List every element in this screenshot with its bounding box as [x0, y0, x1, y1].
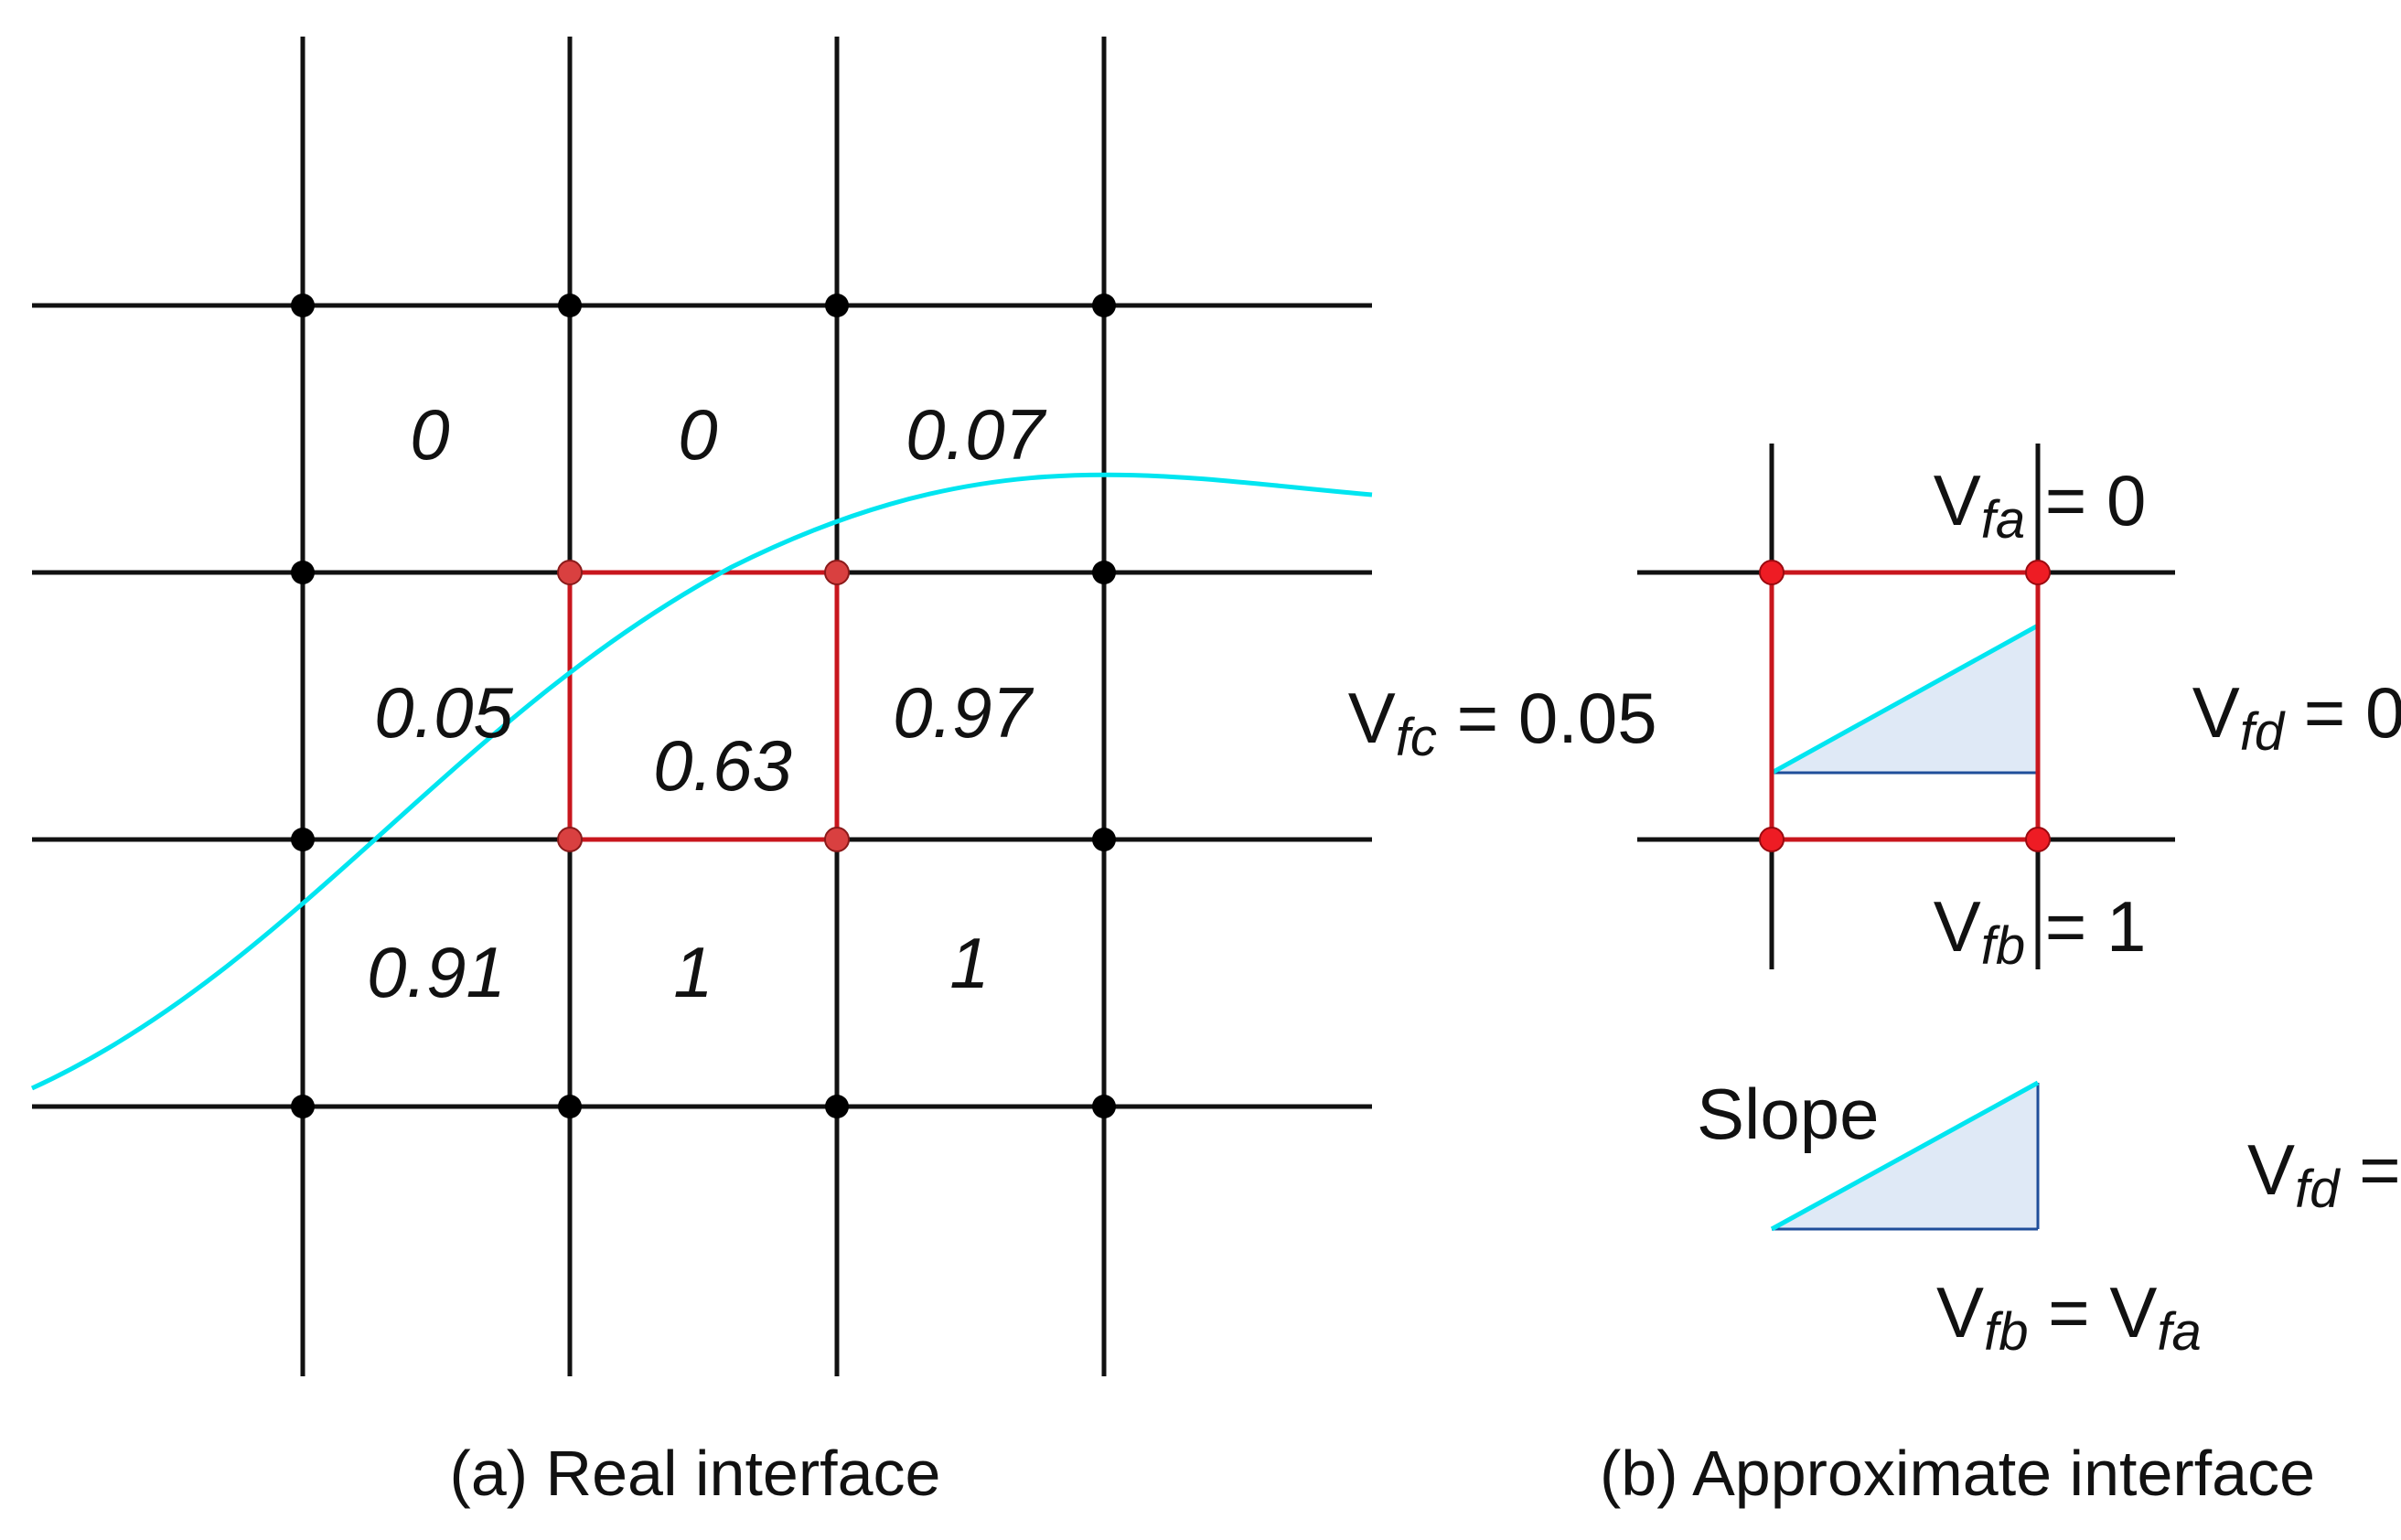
grid-node [825, 294, 849, 317]
eq-bottom-lhs-base: V [1936, 1272, 1984, 1353]
cell-corner-node [557, 827, 583, 852]
label-vfb-base: V [1934, 886, 1981, 967]
label-vfc: Vfc = 0.05 [1209, 678, 1756, 767]
highlighted-cell [567, 570, 840, 842]
panel-a: 0 0 0.07 0.05 0.63 0.97 0.91 1 1 (a) Rea… [30, 37, 1373, 1509]
eq-right-equals: = [2339, 1129, 2401, 1210]
eq-right-lhs-sub: fd [2295, 1160, 2341, 1219]
label-vfd-base: V [2192, 672, 2240, 753]
eq-right-lhs-base: V [2247, 1129, 2295, 1210]
cell-value-r1-c3: 0.07 [906, 394, 1046, 475]
cell-corner-nodes [557, 560, 850, 852]
eq-bottom-rhs-sub: fa [2157, 1302, 2201, 1362]
caption-a: (a) Real interface [450, 1438, 941, 1509]
approx-cell [1769, 570, 2041, 842]
panel-a-grid [32, 37, 1372, 1376]
grid-node [291, 561, 315, 584]
cell-corner-node [2025, 827, 2051, 852]
grid-node [825, 1095, 849, 1118]
cell-value-r3-c1: 0.91 [367, 932, 506, 1012]
eq-bottom-lhs-sub: fb [1984, 1302, 2028, 1362]
slope-label: Slope [1697, 1074, 1880, 1154]
grid-node [291, 828, 315, 851]
cell-corner-node [2025, 560, 2051, 585]
approx-interface-line [1770, 623, 2040, 775]
slope-legend: Slope Vfd = Vfc Vfb = Vfa [1697, 1074, 2401, 1365]
cell-corner-node [557, 560, 583, 585]
cell-corner-node [824, 827, 850, 852]
label-vfb-sub: fb [1981, 916, 2025, 976]
cell-values: 0 0 0.07 0.05 0.63 0.97 0.91 1 1 [367, 394, 1046, 1012]
grid-nodes [291, 294, 1116, 1118]
grid-node [291, 1095, 315, 1118]
cell-corner-node [824, 560, 850, 585]
grid-node [1092, 828, 1116, 851]
grid-node [1092, 561, 1116, 584]
label-vfc-sub: fc [1396, 708, 1437, 767]
label-vfc-base: V [1348, 678, 1396, 758]
eq-bottom-equals: = [2028, 1272, 2109, 1353]
caption-b: (b) Approximate interface [1600, 1438, 2315, 1509]
cell-value-r1-c2: 0 [678, 394, 717, 475]
grid-node [558, 294, 582, 317]
cell-corner-node [1759, 560, 1785, 585]
label-vfd-rest: = 0.97 [2284, 672, 2401, 753]
label-vfd-sub: fd [2240, 702, 2286, 762]
label-vfb-rest: = 1 [2025, 886, 2146, 967]
grid-node [1092, 1095, 1116, 1118]
label-vfb: Vfb = 1 [1795, 886, 2246, 976]
grid-node [291, 294, 315, 317]
cell-value-r1-c1: 0 [410, 394, 449, 475]
label-vfa-base: V [1934, 460, 1981, 540]
label-vfa: Vfa = 0 [1795, 460, 2246, 550]
slope-triangle-hypotenuse [1770, 1080, 2040, 1232]
label-vfc-rest: = 0.05 [1437, 678, 1657, 758]
cell-value-r2-c2: 0.63 [653, 725, 792, 806]
approx-cell-nodes [1759, 560, 2051, 852]
cell-value-r3-c3: 1 [949, 923, 989, 1003]
panel-b: Vfa = 0 Vfb = 1 Vfc = 0.05 Vfd = 0.97 Sl… [1209, 444, 2401, 1509]
eq-bottom-rhs-base: V [2109, 1272, 2157, 1353]
label-vfd: Vfd = 0.97 [2053, 672, 2401, 762]
real-interface-curve [30, 472, 1373, 1091]
slope-bottom-equation: Vfb = Vfa [1758, 1272, 2340, 1365]
cell-value-r2-c3: 0.97 [893, 672, 1034, 753]
grid-node [558, 1095, 582, 1118]
slope-right-equation: Vfd = Vfc [2069, 1129, 2401, 1223]
cell-value-r3-c2: 1 [673, 932, 713, 1012]
label-vfa-sub: fa [1981, 490, 2025, 550]
cell-corner-node [1759, 827, 1785, 852]
cell-value-r2-c1: 0.05 [374, 672, 513, 753]
grid-node [1092, 294, 1116, 317]
label-vfa-rest: = 0 [2025, 460, 2146, 540]
